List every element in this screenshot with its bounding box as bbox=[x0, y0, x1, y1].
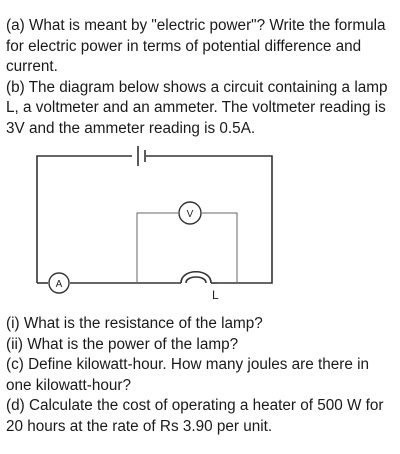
ammeter-symbol: A bbox=[56, 279, 63, 290]
wire-voltmeter-right bbox=[202, 212, 238, 283]
question-part-c: (c) Define kilowatt-hour. How many joule… bbox=[6, 356, 370, 394]
question-top: (a) What is meant by "electric power"? W… bbox=[6, 16, 398, 140]
wire-left bbox=[36, 155, 132, 270]
wire-right bbox=[146, 155, 273, 284]
question-part-b: (b) The diagram below shows a circuit co… bbox=[6, 78, 388, 137]
ammeter: A bbox=[48, 272, 70, 294]
voltmeter-symbol: V bbox=[187, 209, 194, 220]
lamp bbox=[180, 270, 217, 284]
question-part-ii: (ii) What is the power of the lamp? bbox=[6, 335, 239, 353]
question-part-d: (d) Calculate the cost of operating a he… bbox=[6, 397, 384, 435]
lamp-label: L bbox=[212, 288, 219, 302]
question-part-a: (a) What is meant by "electric power"? W… bbox=[6, 17, 386, 76]
question-part-i: (i) What is the resistance of the lamp? bbox=[6, 315, 263, 332]
circuit-diagram: A V L bbox=[36, 146, 273, 302]
question-bottom: (i) What is the resistance of the lamp? … bbox=[6, 314, 398, 438]
voltmeter: V bbox=[178, 201, 202, 225]
wire-voltmeter-left bbox=[136, 212, 178, 283]
